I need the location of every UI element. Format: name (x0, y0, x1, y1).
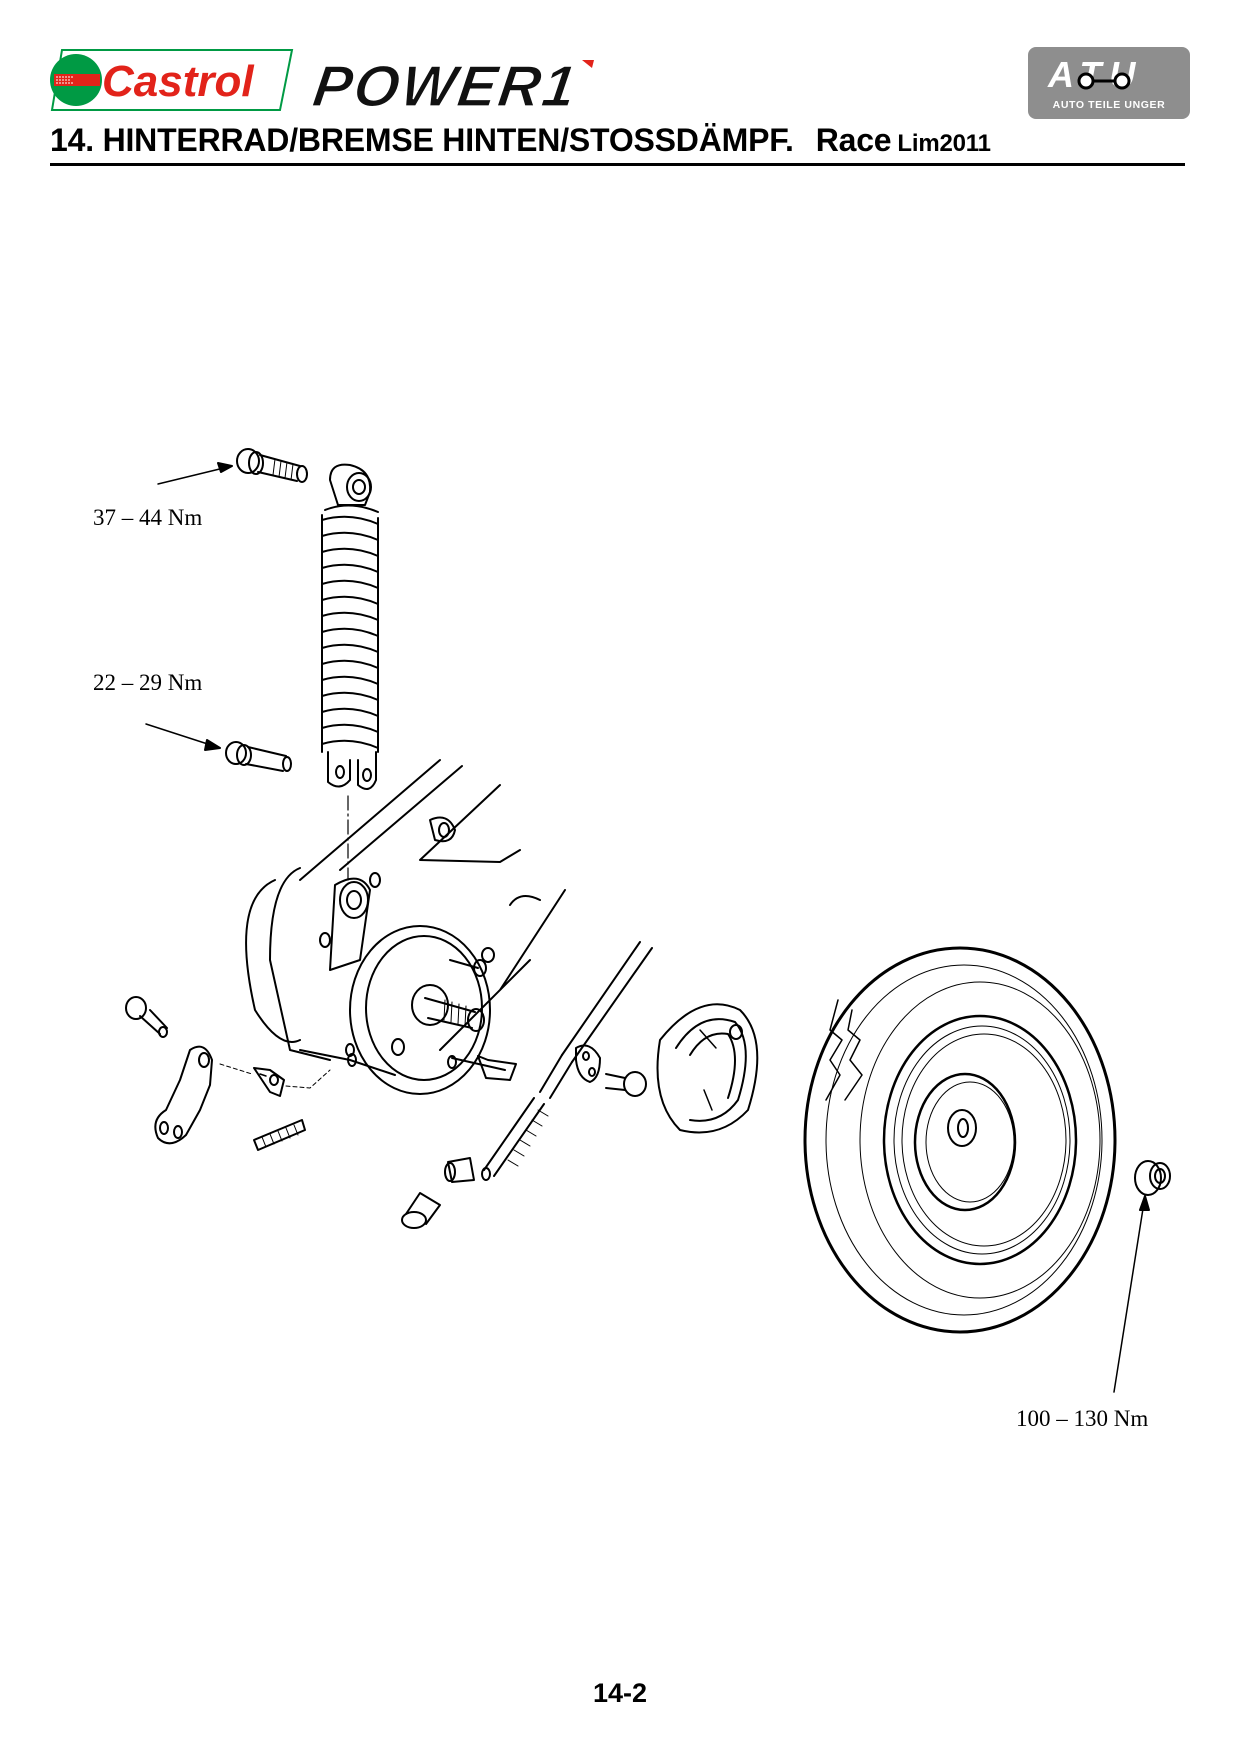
torque-label-lower-shock: 22 – 29 Nm (93, 670, 203, 695)
clamp-bolt (605, 1071, 647, 1097)
atu-subtitle: AUTO TEILE UNGER (1052, 99, 1166, 111)
brake-cam (447, 1055, 517, 1081)
model-edition: Lim2011 (897, 130, 991, 157)
gear-case (245, 759, 566, 1076)
wear-indicator-plate (253, 1067, 331, 1097)
cam-lever-bolt (125, 996, 168, 1038)
castrol-logo: Castrol (44, 46, 294, 114)
title-underline (50, 163, 1185, 166)
axle-nut (1113, 1160, 1171, 1393)
brake-arm (154, 1045, 253, 1145)
page-title: 14. HINTERRAD/BREMSE HINTEN/STOSSDÄMPF. R… (50, 122, 991, 159)
upper-shock-bolt (157, 448, 308, 485)
collar (401, 1192, 441, 1229)
torque-label-axle-nut: 100 – 130 Nm (1016, 1406, 1149, 1431)
brake-cable (481, 941, 653, 1181)
atu-logo: ATU AUTO TEILE UNGER (1028, 47, 1190, 119)
shock-absorber (321, 463, 379, 881)
return-spring (253, 1119, 306, 1151)
castrol-wordmark: Castrol (102, 57, 254, 106)
brake-hub (349, 925, 495, 1095)
model-name: Race (815, 122, 892, 158)
lower-shock-bolt (145, 723, 292, 772)
cable-clamp (575, 1044, 601, 1083)
section-title: 14. HINTERRAD/BREMSE HINTEN/STOSSDÄMPF. (50, 122, 794, 158)
page-number: 14-2 (592, 1678, 648, 1708)
torque-label-upper-shock: 37 – 44 Nm (93, 505, 203, 530)
rear-wheel (803, 946, 1117, 1334)
power1-wordmark: POWER1 (309, 54, 581, 119)
power1-logo: POWER1 (309, 54, 608, 120)
brake-shoes (656, 1003, 759, 1134)
bushing (444, 1157, 475, 1183)
